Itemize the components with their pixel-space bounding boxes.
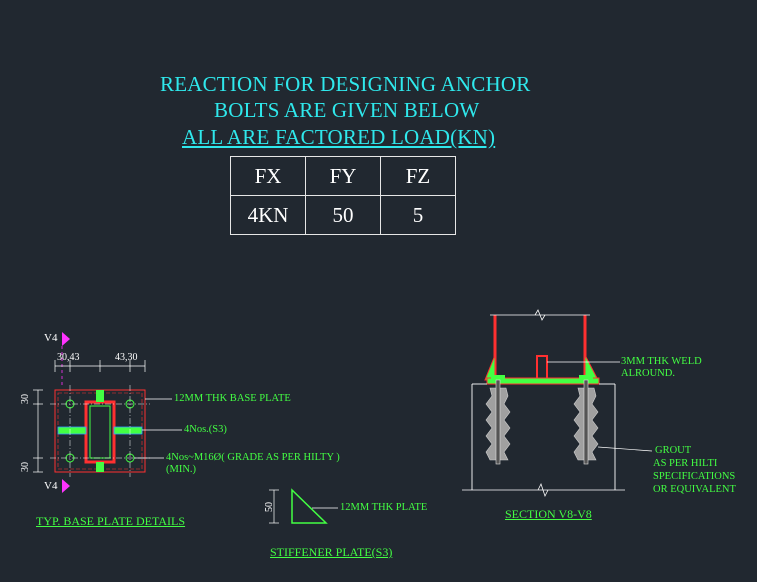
table-cell: 5 — [380, 195, 456, 235]
caption-base-plate: TYP. BASE PLATE DETAILS — [36, 514, 186, 528]
view-tag-bottom: V4 — [44, 480, 58, 492]
section-marker-bottom — [62, 479, 70, 493]
table-row: 4KN 50 5 — [230, 195, 456, 235]
dimension-left-top: 30 — [20, 394, 31, 404]
label-weld: 3MM THK WELD — [621, 356, 702, 367]
anchor-bolt-right — [573, 375, 599, 465]
label-stiffener-plate: 12MM THK PLATE — [340, 502, 428, 513]
heading-line-3: ALL ARE FACTORED LOAD(KN) — [182, 125, 496, 149]
label-weld-around: ALROUND. — [621, 368, 675, 379]
base-plate-plan — [33, 332, 182, 493]
stiffener-plate-view — [269, 488, 338, 524]
table-cell: 4KN — [230, 195, 306, 235]
view-tag-top: V4 — [44, 332, 58, 344]
heading-line-2: BOLTS ARE GIVEN BELOW — [214, 98, 480, 122]
dimension-top-right: 43,30 — [115, 352, 138, 363]
label-anchor-bolts: 4Nos~M16Ø( GRADE AS PER HILTY ) — [166, 452, 340, 463]
label-anchor-bolts-min: (MIN.) — [166, 464, 197, 475]
label-grout-spec-1: AS PER HILTI — [653, 458, 718, 469]
dimension-left-bottom: 30 — [20, 462, 31, 472]
section-view — [462, 309, 653, 498]
heading-line-1: REACTION FOR DESIGNING ANCHOR — [160, 72, 531, 96]
anchor-bolt-left — [485, 375, 511, 465]
label-stiffener-count: 4Nos.(S3) — [184, 424, 227, 435]
label-grout: GROUT — [655, 445, 692, 456]
caption-stiffener: STIFFENER PLATE(S3) — [270, 545, 393, 559]
label-grout-spec-2: SPECIFICATIONS — [653, 471, 736, 482]
dimension-top-left: 30,43 — [57, 352, 80, 363]
dimension-stiffener: 50 — [264, 502, 275, 512]
loads-table: FX FY FZ 4KN 50 5 — [230, 156, 456, 235]
label-grout-spec-3: OR EQUIVALENT — [653, 484, 736, 495]
table-header-cell: FY — [305, 156, 381, 196]
table-header-cell: FX — [230, 156, 306, 196]
label-base-plate: 12MM THK BASE PLATE — [174, 393, 291, 404]
section-marker-top — [62, 332, 70, 346]
caption-section: SECTION V8-V8 — [505, 507, 592, 521]
